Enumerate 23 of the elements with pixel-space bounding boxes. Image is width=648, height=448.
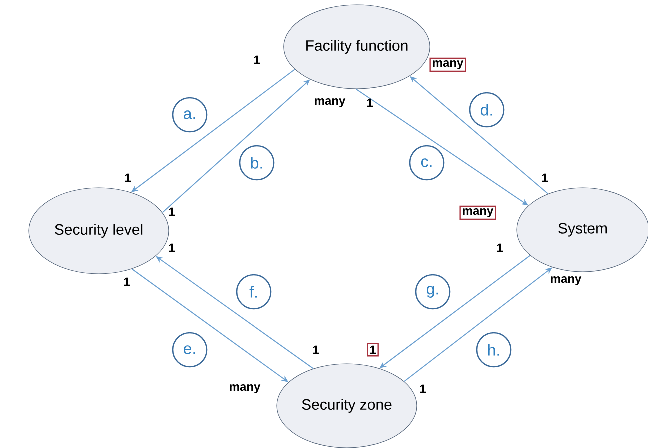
cardinality-label: many <box>460 206 496 220</box>
cardinality-label: 1 <box>169 208 175 216</box>
cardinality-label: 1 <box>420 384 426 394</box>
cardinality-label: many <box>230 384 261 394</box>
cardinality-label: many <box>551 276 582 286</box>
cardinality-label: 1 <box>367 98 373 108</box>
cardinality-label: 1 <box>542 174 548 182</box>
edge-label: b. <box>239 145 275 181</box>
edge-label: e. <box>172 332 208 368</box>
edge-label: d. <box>469 92 505 128</box>
cardinality-label: 1 <box>254 56 260 64</box>
edge-label: h. <box>476 332 512 368</box>
cardinality-label: 1 <box>497 244 503 252</box>
edge-label: f. <box>236 274 272 310</box>
cardinality-label: 1 <box>125 174 131 182</box>
cardinality-label: 1 <box>169 244 175 252</box>
cardinality-label: 1 <box>367 343 379 357</box>
cardinality-label: 1 <box>124 278 130 286</box>
edge-label: g. <box>415 274 451 310</box>
cardinality-label: 1 <box>313 346 319 354</box>
edge-label: a. <box>172 97 208 133</box>
edge-label: c. <box>409 145 445 181</box>
cardinality-label: many <box>430 58 466 72</box>
